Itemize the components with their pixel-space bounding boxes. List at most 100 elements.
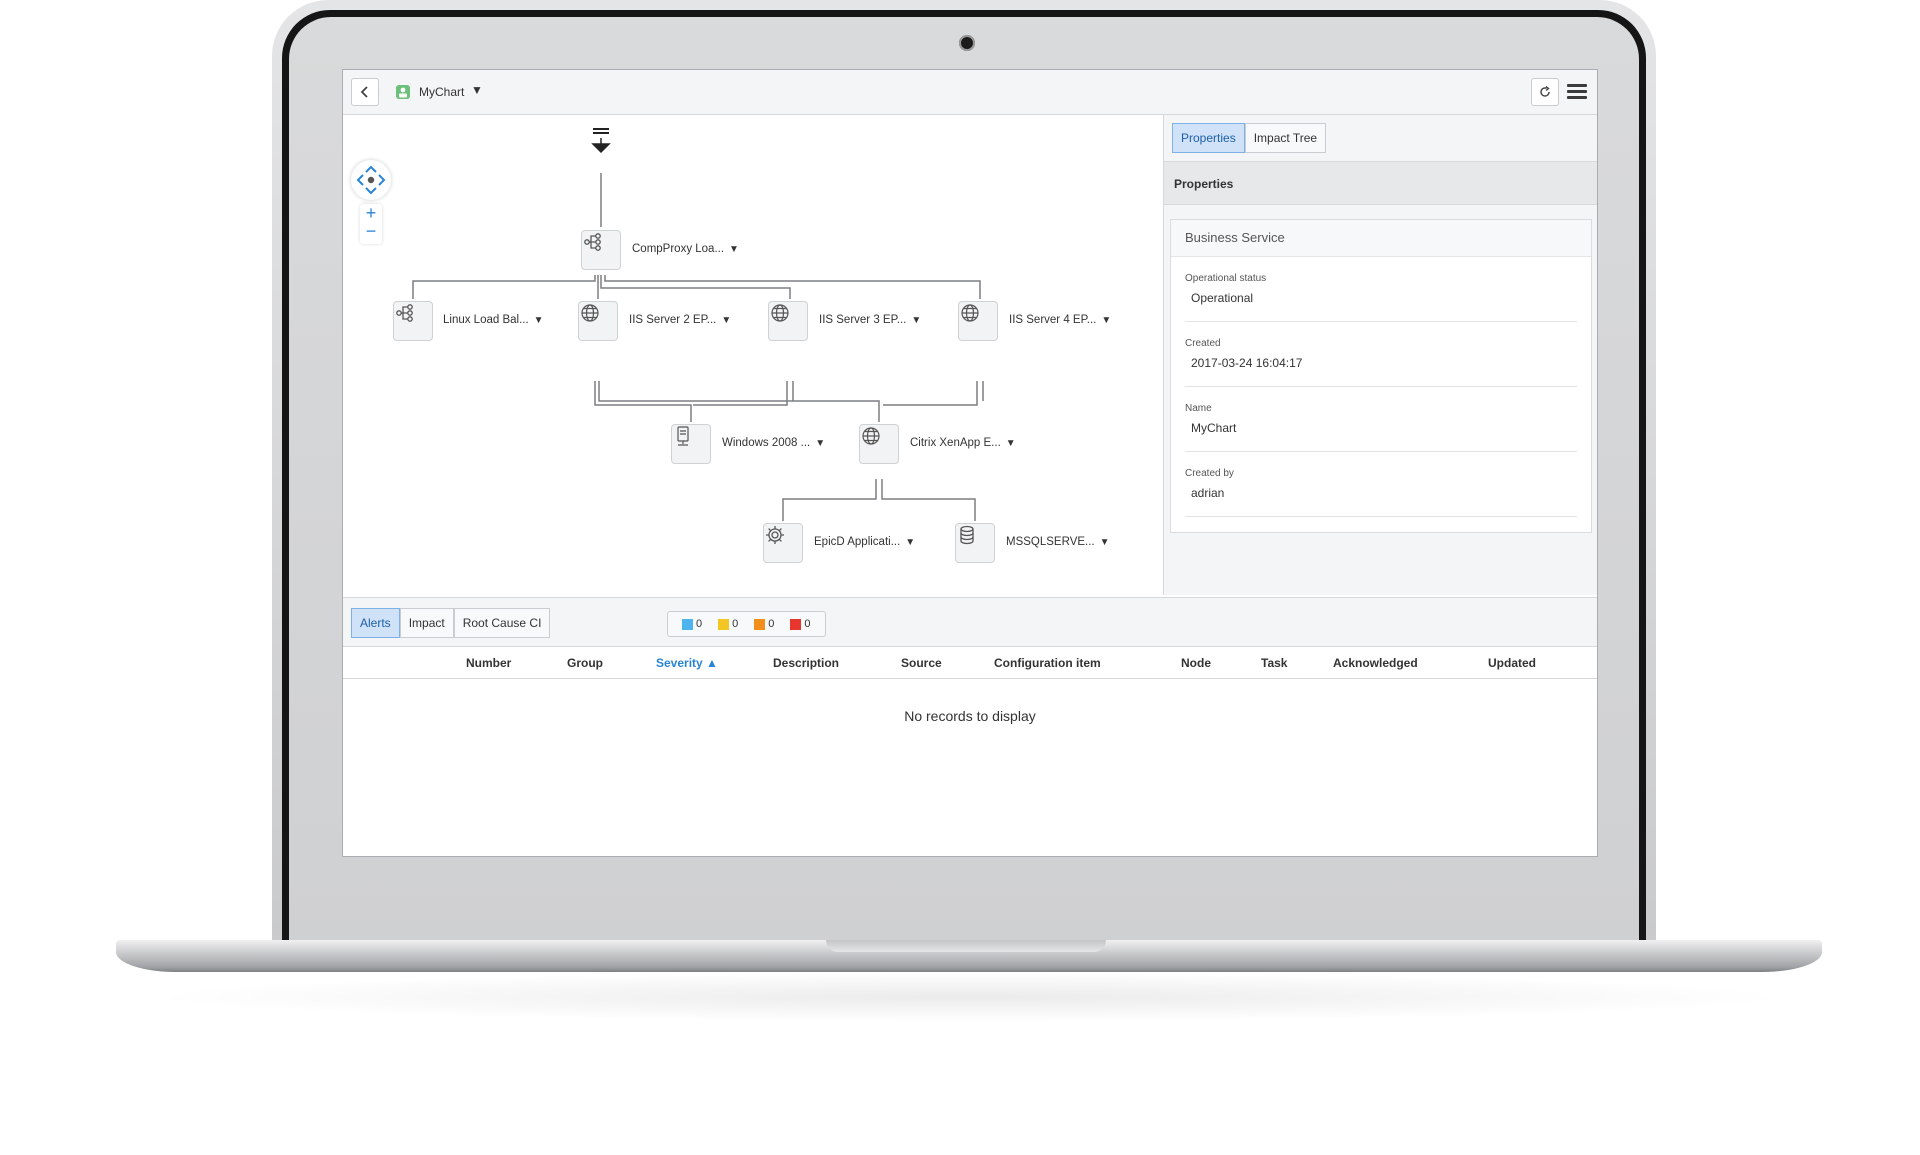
severity-major-icon	[754, 618, 766, 630]
camera-icon	[959, 35, 975, 51]
severity-critical-filter[interactable]: 0	[790, 618, 811, 630]
map-node-iis4[interactable]	[958, 301, 998, 341]
map-node-label[interactable]: Citrix XenApp E...▼	[910, 437, 1016, 449]
dropdown-caret-icon[interactable]: ▼	[729, 244, 739, 255]
column-node[interactable]: Node	[1181, 656, 1211, 670]
app-title-dropdown-icon[interactable]: ▼	[471, 83, 483, 97]
zoom-buttons: + −	[360, 204, 382, 244]
map-connections	[412, 128, 984, 521]
field-created-by: Created by adrian	[1185, 452, 1577, 517]
map-node-iis3[interactable]	[768, 301, 808, 341]
severity-minor-icon	[718, 618, 730, 630]
laptop-notch	[826, 940, 1106, 952]
map-node-label[interactable]: Linux Load Bal...▼	[443, 314, 544, 326]
map-node-label[interactable]: IIS Server 3 EP...▼	[819, 314, 922, 326]
top-bar: MyChart ▼	[343, 70, 1597, 115]
globe-icon	[961, 304, 979, 322]
laptop-shadow	[140, 972, 1800, 1022]
field-created: Created 2017-03-24 16:04:17	[1185, 322, 1577, 387]
field-name: Name MyChart	[1185, 387, 1577, 452]
dropdown-caret-icon[interactable]: ▼	[533, 315, 544, 326]
server-icon	[677, 426, 689, 446]
app-screen: MyChart ▼	[342, 69, 1598, 857]
column-source[interactable]: Source	[901, 656, 942, 670]
map-node-label[interactable]: IIS Server 2 EP...▼	[629, 314, 732, 326]
map-node-label[interactable]: MSSQLSERVE...▼	[1006, 536, 1110, 548]
tab-alerts[interactable]: Alerts	[351, 608, 400, 638]
alerts-tabs: Alerts Impact Root Cause CI	[351, 608, 551, 638]
gear-icon	[766, 526, 784, 544]
tab-impact-tree[interactable]: Impact Tree	[1244, 123, 1327, 153]
alerts-pane: Alerts Impact Root Cause CI 0 0 0 0 Numb…	[343, 597, 1597, 856]
zoom-in-button[interactable]: +	[365, 203, 377, 223]
field-label: Created by	[1185, 468, 1234, 479]
load-balancer-icon	[584, 233, 601, 251]
properties-panel: Properties Impact Tree Properties Busine…	[1163, 115, 1597, 595]
severity-major-filter[interactable]: 0	[754, 618, 774, 630]
panel-tabs: Properties Impact Tree	[1172, 123, 1327, 153]
dropdown-caret-icon[interactable]: ▼	[721, 315, 732, 326]
map-node-label[interactable]: EpicD Applicati...▼	[814, 536, 916, 548]
card-title: Business Service	[1171, 220, 1591, 257]
column-configuration-item[interactable]: Configuration item	[994, 656, 1101, 670]
severity-info-icon	[682, 618, 693, 630]
load-balancer-icon	[396, 304, 413, 322]
map-node-mssql[interactable]	[955, 523, 995, 563]
severity-info-filter[interactable]: 0	[682, 618, 702, 630]
map-node-citrix[interactable]	[859, 424, 899, 464]
column-severity[interactable]: Severity ▲	[656, 656, 718, 670]
dropdown-caret-icon[interactable]: ▼	[815, 438, 826, 449]
column-group[interactable]: Group	[567, 656, 603, 670]
globe-icon	[862, 427, 880, 445]
service-map-canvas[interactable]: + − CompProxy Loa...▼ Linux Load Bal...▼…	[343, 115, 1161, 595]
map-node-linux-lb[interactable]	[393, 301, 433, 341]
map-node-label[interactable]: CompProxy Loa...▼	[632, 243, 739, 255]
column-number[interactable]: Number	[466, 656, 512, 670]
severity-critical-icon	[790, 618, 802, 630]
chevron-left-icon	[360, 86, 368, 98]
empty-state-message: No records to display	[904, 708, 1036, 724]
field-label: Created	[1185, 338, 1221, 349]
map-node-iis2[interactable]	[578, 301, 618, 341]
map-node-label[interactable]: Windows 2008 ...▼	[722, 437, 826, 449]
field-value: 2017-03-24 16:04:17	[1191, 356, 1303, 370]
severity-filter: 0 0 0 0	[667, 611, 826, 637]
globe-icon	[771, 304, 789, 322]
tab-properties[interactable]: Properties	[1172, 123, 1245, 153]
column-updated[interactable]: Updated	[1488, 656, 1536, 670]
dropdown-caret-icon[interactable]: ▼	[905, 537, 916, 548]
pan-control[interactable]	[351, 160, 391, 200]
refresh-button[interactable]	[1531, 78, 1559, 106]
column-task[interactable]: Task	[1261, 656, 1288, 670]
pan-arrows-icon	[356, 165, 386, 195]
database-icon	[960, 525, 974, 545]
tab-impact[interactable]: Impact	[399, 608, 454, 638]
field-value: MyChart	[1191, 421, 1237, 435]
dropdown-caret-icon[interactable]: ▼	[911, 315, 922, 326]
alerts-table-header: Number Group Severity ▲ Description Sour…	[343, 646, 1597, 679]
alerts-toolbar: Alerts Impact Root Cause CI 0 0 0 0	[343, 598, 1597, 647]
refresh-icon	[1540, 86, 1550, 97]
dropdown-caret-icon[interactable]: ▼	[1101, 315, 1112, 326]
map-node-compproxy[interactable]	[581, 230, 621, 270]
map-node-label[interactable]: IIS Server 4 EP...▼	[1009, 314, 1112, 326]
field-label: Name	[1185, 403, 1212, 414]
map-node-epicd[interactable]	[763, 523, 803, 563]
column-acknowledged[interactable]: Acknowledged	[1333, 656, 1418, 670]
dropdown-caret-icon[interactable]: ▼	[1099, 537, 1110, 548]
dropdown-caret-icon[interactable]: ▼	[1005, 438, 1016, 449]
tab-root-cause-ci[interactable]: Root Cause CI	[453, 608, 551, 638]
map-zoom-controls: + −	[351, 160, 391, 248]
globe-icon	[581, 304, 599, 322]
zoom-out-button[interactable]: −	[365, 221, 377, 241]
app-title[interactable]: MyChart	[419, 85, 465, 99]
hamburger-menu-icon[interactable]	[1567, 84, 1587, 100]
business-service-card: Business Service Operational status Oper…	[1170, 219, 1592, 533]
sort-ascending-icon: ▲	[706, 656, 718, 670]
field-value: Operational	[1191, 291, 1254, 305]
back-button[interactable]	[351, 78, 379, 106]
severity-minor-filter[interactable]: 0	[718, 618, 738, 630]
field-operational-status: Operational status Operational	[1185, 257, 1577, 322]
column-description[interactable]: Description	[773, 656, 840, 670]
map-node-windows2008[interactable]	[671, 424, 711, 464]
